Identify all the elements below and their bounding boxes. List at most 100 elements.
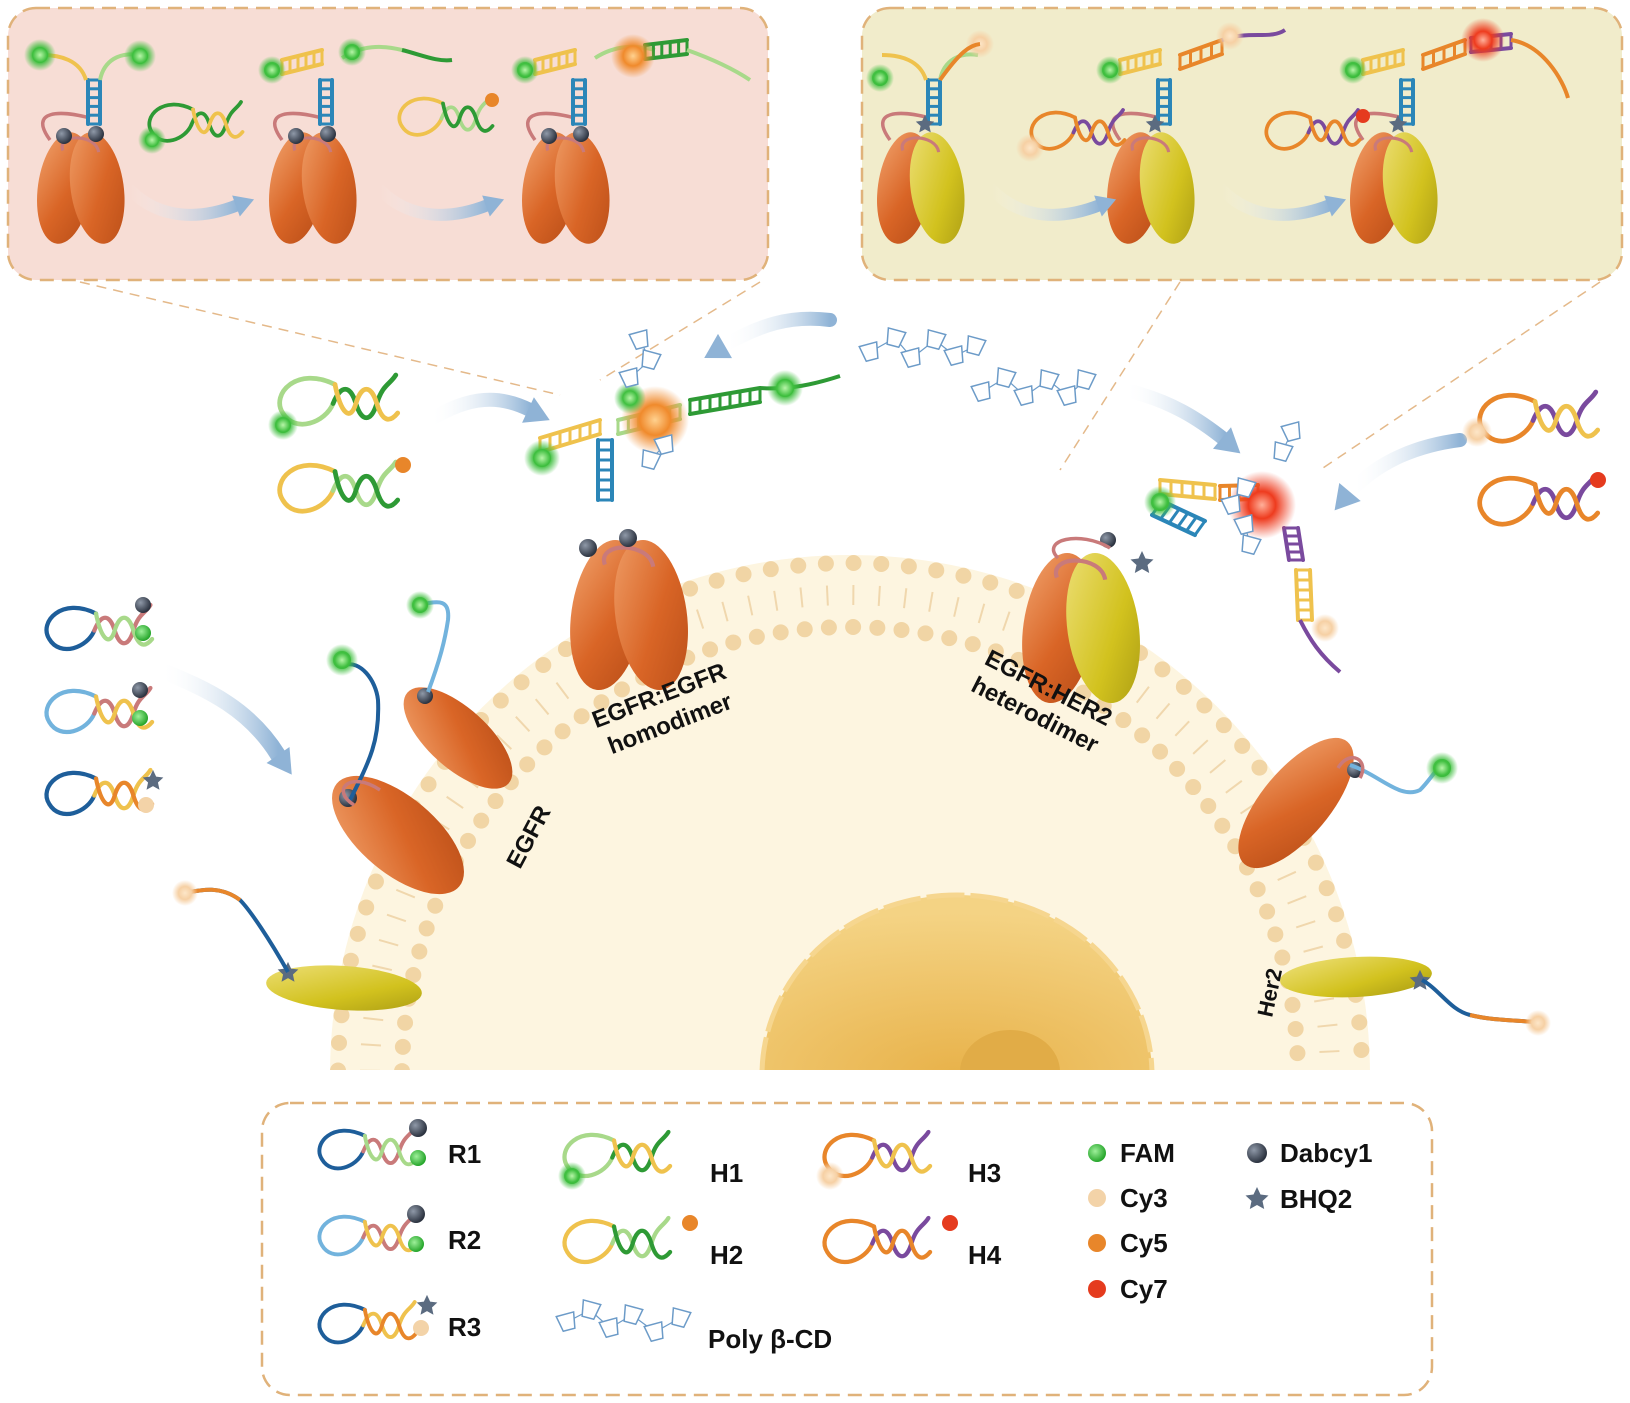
fam-glow [326,644,358,676]
legend-probes [317,1119,958,1345]
free-r1-probe [44,602,155,652]
inset-left-stages [24,34,752,244]
fam-glow [338,38,366,66]
heterodimer-tail-duplex [1294,568,1314,622]
egfr-receptor [403,687,513,789]
fam-dye-icon [135,625,151,641]
beta-cd-icon [900,346,921,369]
heterodimer-h4-duplex [1282,526,1305,562]
poly-cd-heterodimer-1 [1273,420,1301,463]
legend-r1-probe [317,1126,419,1171]
cy7-dye-icon [1356,109,1370,123]
beta-cd-icon [1013,384,1034,407]
free-h3-probe [1477,389,1601,444]
arrow-polycd-to-homodimer [718,311,837,352]
cy3-dye-icon [138,797,154,813]
beta-cd-icon [996,366,1017,389]
legend-r1: R1 [448,1139,481,1169]
cy5-dye-icon [682,1215,698,1231]
free-probes [44,372,1606,817]
arrow-head-icon [1324,195,1347,217]
beta-cd-icon [886,326,907,349]
bhq2-quencher-icon [1409,969,1431,990]
beta-cd-icon [641,448,662,471]
her2-receptor [266,965,422,1011]
arrow-head-icon [232,195,255,217]
cy3-glow [1216,22,1244,50]
beta-cd-icon [970,380,991,403]
her2-monomer-with-probe [1280,956,1551,1036]
beta-cd-icon [1280,420,1301,443]
dab-dye-icon [320,126,336,142]
egfr-monomer-with-probe [326,644,464,895]
inset-h1-duplex [1361,48,1405,76]
homodimer-h1-duplex [538,418,602,454]
poly-cd-homodimer-1 [618,328,662,389]
poly-cd-homodimer-2 [641,433,674,471]
beta-cd-icon [641,348,662,371]
cy3-glow [816,1162,844,1190]
beta-cd-icon [943,344,964,367]
fam-glow [558,1162,586,1190]
legend-cy3: Cy3 [1120,1183,1168,1213]
arrow-head-icon [1334,483,1361,511]
inset-right-arrow-1 [986,184,1106,221]
free-h4-probe [1477,472,1601,527]
poly-cd-heterodimer-2 [1233,513,1262,556]
fam-glow [124,40,156,72]
her2-monomer [1066,552,1140,704]
beta-cd-icon [1220,493,1241,516]
cy3-glow [1525,1010,1551,1036]
bhq2-quencher-icon [1145,114,1165,133]
inset-stage [511,34,752,244]
process-arrows [152,311,1467,775]
egfr-monomer-with-probe [403,591,513,789]
inset-stem-duplex [1156,78,1172,126]
arrow-h3h4-to-heterodimer [1345,433,1467,497]
fam-glow [406,591,434,619]
egfr-monomer [301,132,357,244]
her2-monomer [909,132,965,244]
bhq2-quencher-icon [1130,551,1154,573]
beta-cd-icon [653,433,674,456]
beta-cd-icon [628,328,649,351]
legend-r3: R3 [448,1312,481,1342]
fam-glow [138,126,166,154]
beta-cd-icon [1076,368,1097,391]
fam-glow [1426,752,1458,784]
arrow-h1h2-to-homodimer [423,392,537,427]
beta-cd-icon [671,1306,692,1329]
egfr-monomer-with-probe [1238,737,1458,869]
inset-stage [258,38,453,244]
cy3-glow [1016,134,1044,162]
nucleolus [960,1030,1060,1070]
arrow-r-probes-to-cell [152,662,286,763]
beta-cd-icon [598,1316,619,1339]
receptor-dimer [1349,132,1438,244]
fam-glow [767,370,803,406]
egfr-homodimer [570,539,688,691]
legend-r2: R2 [448,1225,481,1255]
fam-glow [268,410,298,440]
beta-cd-icon [643,1320,664,1343]
cy7-dye-icon [1590,472,1606,488]
inset-left-arrow-1 [124,184,244,221]
inset-right-stages [866,18,1570,244]
dab-dye-icon [135,597,151,613]
beta-cd-icon [1236,476,1257,499]
egfr-her2-heterodimer [1022,552,1140,704]
inset-h2-probe [397,94,495,137]
cell [330,555,1370,1070]
cy3-glow [1462,417,1492,447]
beta-cd-icon [1233,513,1254,536]
homodimer-stem-duplex [596,438,614,502]
legend-r2-probe [317,1212,419,1257]
cy5-dot-icon [1088,1234,1106,1252]
fam-glow [866,64,894,92]
egfr-monomer [69,132,125,244]
receptor-dimer [876,132,965,244]
inset-h4-probe [1264,108,1362,151]
dab-dye-icon [619,529,637,547]
legend-h4: H4 [968,1240,1002,1270]
